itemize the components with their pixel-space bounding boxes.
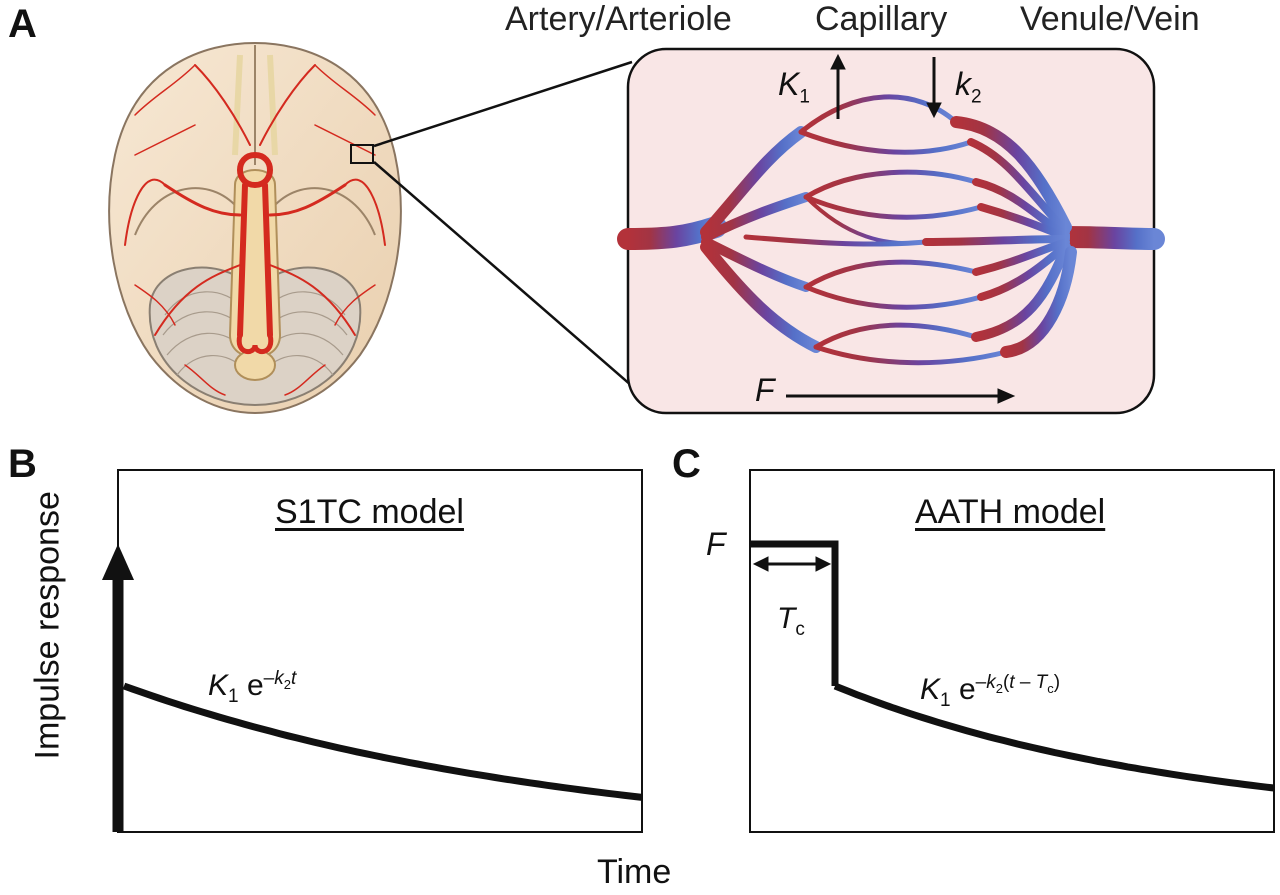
venule-vein-label: Venule/Vein <box>1020 0 1200 38</box>
panel-c-label: C <box>672 442 701 486</box>
panel-a-label: A <box>8 2 37 46</box>
capillary-label: Capillary <box>815 0 948 38</box>
tc-double-arrow <box>752 556 832 572</box>
k1-parameter-label: K1 <box>778 66 810 108</box>
aath-model-title: AATH model <box>915 493 1106 531</box>
capillary-network-inset <box>617 47 1165 415</box>
s1tc-model-title: S1TC model <box>275 493 464 531</box>
s1tc-decay-curve <box>122 682 643 801</box>
s1tc-expression: K1 e–k2t <box>208 668 297 707</box>
aath-plot <box>749 469 1275 833</box>
panel-b-label: B <box>8 442 37 486</box>
x-axis-label: Time <box>597 853 672 891</box>
aath-plot-frame <box>749 469 1275 833</box>
aath-plateau <box>750 540 839 686</box>
aath-decay-curve <box>833 682 1275 792</box>
artery-arteriole-label: Artery/Arteriole <box>505 0 732 38</box>
k2-parameter-label: k2 <box>955 66 982 108</box>
brain-illustration <box>108 41 402 415</box>
flow-parameter-label: F <box>755 372 775 408</box>
s1tc-plot <box>102 469 643 833</box>
y-axis-label: Impulse response <box>28 491 67 760</box>
aath-flow-label: F <box>706 526 726 562</box>
tc-label: Tc <box>777 602 805 640</box>
aath-expression: K1 e–k2(t – Tc) <box>920 672 1061 711</box>
